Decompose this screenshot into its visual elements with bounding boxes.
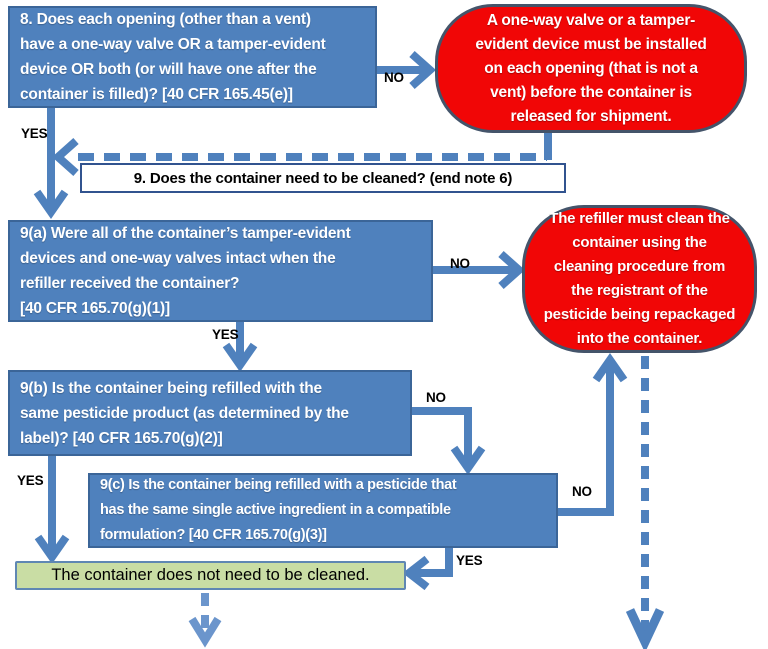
arrow-q9b-no-shaft [412,407,472,467]
question-9a-box: 9(a) Were all of the container’s tamper-… [8,220,433,322]
question-9-box: 9. Does the container need to be cleaned… [80,163,566,193]
install-warning-box: A one-way valve or a tamper- evident dev… [435,4,747,133]
label-q9a-yes: YES [212,327,239,342]
arrow-q9c-yes-head [402,555,430,591]
question-9a-text: 9(a) Were all of the container’s tamper-… [20,225,351,317]
arrow-q9c-no-head [592,353,628,383]
arrow-q9a-no-head [498,251,526,289]
no-clean-result-box: The container does not need to be cleane… [15,561,406,590]
install-warning-text: A one-way valve or a tamper- evident dev… [475,11,707,125]
question-8-box: 8. Does each opening (other than a vent)… [8,6,377,108]
label-q9c-yes: YES [456,553,483,568]
arrow-q9b-yes-head [34,534,70,564]
label-q9b-no: NO [426,390,446,405]
arrow-q9a-yes-head [222,342,258,372]
question-9b-text: 9(b) Is the container being refilled wit… [20,379,349,447]
dashed-green-exit-head [188,616,222,648]
arrow-q8-no-head [409,51,437,89]
label-q9b-yes: YES [17,473,44,488]
question-9b-box: 9(b) Is the container being refilled wit… [8,370,412,456]
question-9c-text: 9(c) Is the container being refilled wit… [100,477,457,543]
label-q8-yes: YES [21,126,48,141]
question-9-text: 9. Does the container need to be cleaned… [133,169,513,187]
clean-warning-text: The refiller must clean the container us… [543,210,736,347]
question-8-text: 8. Does each opening (other than a vent)… [20,11,326,103]
clean-warning-box: The refiller must clean the container us… [522,205,757,353]
arrow-q8-yes-head [33,189,69,219]
arrow-q9c-no-shaft [558,361,614,516]
dashed-clean-exit-head [625,608,665,649]
label-q8-no: NO [384,70,404,85]
label-q9c-no: NO [572,484,592,499]
arrow-q9b-no-head [450,445,486,475]
label-q9a-no: NO [450,256,470,271]
arrow-q9c-yes-shaft [411,546,453,577]
question-9c-box: 9(c) Is the container being refilled wit… [88,473,558,548]
dashed-return-head [51,138,79,176]
no-clean-result-text: The container does not need to be cleane… [51,566,370,584]
